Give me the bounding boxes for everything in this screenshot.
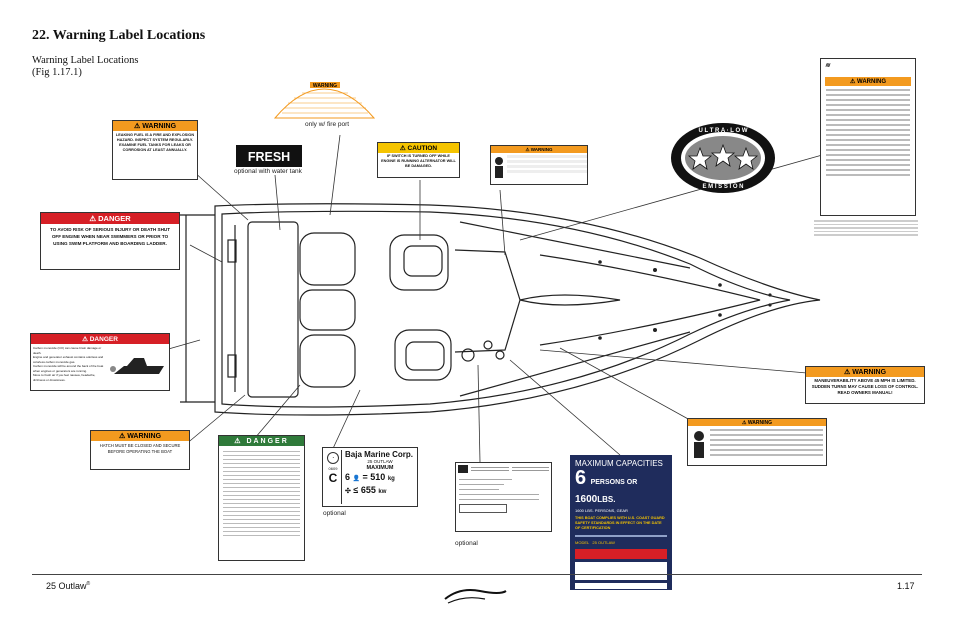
capacities-persons-row: 6 PERSONS OR 1600LBS.: [571, 468, 671, 507]
plate-kg-unit: kg: [387, 476, 395, 482]
capacities-model-label: MODEL: [575, 539, 590, 545]
maneuverability-text: MANEUVERABILITY ABOVE 45 MPH IS LIMITED.…: [811, 378, 919, 395]
capacities-persons: 6: [575, 467, 587, 489]
caution-header: ⚠ CAUTION: [378, 143, 459, 153]
brand-mark-icon: ≋: [825, 63, 831, 69]
person-icon: [694, 431, 704, 458]
hatch-warning-label: ⚠ WARNING HATCH MUST BE CLOSED AND SECUR…: [90, 430, 190, 470]
co-danger-line: Engine and generator exhaust contains od…: [33, 355, 104, 364]
co-warning-small-label: ⚠ WARNING: [490, 145, 588, 185]
swim-danger-header: ⚠ DANGER: [41, 213, 179, 224]
water-tank-caption: optional with water tank: [234, 168, 302, 175]
propeller-icon: ✣: [345, 488, 351, 495]
gasoline-danger-header: ⚠ DANGER: [219, 436, 304, 446]
capacities-title: MAXIMUM CAPACITIES: [575, 459, 663, 468]
footer-left: 25 Outlaw®: [46, 581, 90, 591]
capacities-lbs-unit: LBS.: [597, 495, 616, 504]
co-danger-text: Carbon monoxide (CO) can cause brain dam…: [31, 344, 109, 384]
co-warning-small-header: ⚠ WARNING: [491, 146, 587, 153]
co-danger-line: Move to fresh air if you feel nausea, he…: [33, 373, 96, 382]
california-header: ⚠ WARNING: [825, 77, 911, 86]
footer-page-number: 1.17: [897, 581, 915, 591]
caution-text: IF SWITCH IS TURNED OFF WHILE ENGINE IS …: [381, 154, 456, 168]
plate-model: 25 OUTLAW: [367, 459, 393, 464]
california-warning-label: ≋ ⚠ WARNING: [820, 58, 916, 216]
footer-rule: [32, 574, 922, 575]
fire-port-caption: only w/ fire port: [305, 121, 350, 128]
hatch-warning-text: HATCH MUST BE CLOSED AND SECURE BEFORE O…: [99, 443, 181, 454]
plate-kw: 655: [360, 485, 376, 495]
capacities-sub: 1600 LBS. PERSONS, GEAR: [575, 508, 628, 513]
hatch-warning-header: ⚠ WARNING: [91, 431, 189, 441]
capacities-model-value: 25 OUTLAW: [592, 539, 615, 545]
footer-model: 25 Outlaw: [46, 581, 87, 591]
capacities-persons-text: PERSONS OR: [590, 479, 638, 486]
capacities-lbs: 1600: [575, 494, 598, 505]
boat-exhaust-icon: [110, 358, 164, 374]
subtitle-line2: (Fig 1.17.1): [32, 67, 82, 78]
california-note: [814, 218, 918, 238]
california-header-row: ≋: [821, 59, 915, 69]
plate-company: Baja Marine Corp.: [345, 450, 414, 459]
plate-kw-unit: kw: [378, 489, 387, 495]
compliance-plate: [455, 462, 552, 532]
co-warning-right-label: ⚠ WARNING: [687, 418, 827, 466]
plate-year-icon: ◔: [327, 452, 339, 464]
swim-danger-label: ⚠ DANGER TO AVOID RISK OF SERIOUS INJURY…: [40, 212, 180, 270]
baja-capacity-plate: ◔ 0609 C Baja Marine Corp. 25 OUTLAW MAX…: [322, 447, 418, 507]
compliance-header: [456, 463, 551, 475]
fuel-warning-text: LEAKING FUEL IS A FIRE AND EXPLOSION HAZ…: [115, 133, 195, 152]
optional-caption-2: optional: [455, 540, 478, 547]
emission-text: E M I S S I O N: [702, 184, 743, 190]
gasoline-danger-label: ⚠ DANGER: [218, 435, 305, 561]
fire-port-warning-label: WARNING: [273, 82, 376, 119]
fresh-water-text: FRESH WATER: [247, 150, 291, 164]
compliance-logo-icon: [458, 465, 468, 473]
subtitle-line1: Warning Label Locations: [32, 55, 139, 66]
swim-danger-text: TO AVOID RISK OF SERIOUS INJURY OR DEATH…: [49, 227, 171, 246]
plate-persons: 6: [345, 472, 351, 482]
footer-registered: ®: [86, 581, 91, 587]
plate-capacity-row: 6 👤 = 510 kg: [345, 472, 395, 482]
co-danger-line: Carbon monoxide (CO) can cause brain dam…: [33, 346, 102, 355]
co-danger-label: ⚠ DANGER Carbon monoxide (CO) can cause …: [30, 333, 170, 391]
maneuverability-warning-label: ⚠ WARNING MANEUVERABILITY ABOVE 45 MPH I…: [805, 366, 925, 404]
fire-port-warning-header: WARNING: [313, 83, 337, 89]
plate-letter-icon: C: [328, 471, 338, 485]
baja-logo-icon: [444, 589, 507, 604]
plate-power-row: ✣ ≤ 655 kw: [345, 485, 387, 495]
figure-subtitle: Warning Label Locations (Fig 1.17.1): [32, 55, 138, 79]
co-warning-right-header: ⚠ WARNING: [688, 419, 826, 426]
person-icon: [495, 157, 503, 178]
co-danger-line: Carbon monoxide will be around the back …: [33, 364, 104, 373]
plate-year: 0609: [328, 466, 338, 471]
fuel-warning-label: ⚠ WARNING LEAKING FUEL IS A FIRE AND EXP…: [112, 120, 198, 180]
plate-maximum: MAXIMUM: [366, 465, 394, 471]
maximum-capacities-label: MAXIMUM CAPACITIES 6 PERSONS OR 1600LBS.…: [570, 455, 672, 590]
ultra-low-text: U L T R A · L O W: [699, 128, 748, 134]
optional-caption-1: optional: [323, 510, 346, 517]
caution-alternator-label: ⚠ CAUTION IF SWITCH IS TURNED OFF WHILE …: [377, 142, 460, 178]
ultra-low-emission-logo: U L T R A · L O W E M I S S I O N: [671, 123, 775, 193]
plate-kg: 510: [370, 472, 386, 482]
fuel-warning-header: ⚠ WARNING: [113, 121, 197, 131]
persons-icon: 👤: [352, 476, 361, 482]
co-danger-header: ⚠ DANGER: [31, 334, 169, 344]
capacities-model-row: MODEL 25 OUTLAW: [571, 539, 671, 546]
fresh-water-label: FRESH WATER: [236, 145, 302, 167]
capacities-statement: THIS BOAT COMPLIES WITH U.S. COAST GUARD…: [575, 516, 665, 530]
maneuverability-header: ⚠ WARNING: [806, 367, 924, 377]
page-title: 22. Warning Label Locations: [32, 28, 206, 43]
plate-side: ◔ 0609 C: [325, 450, 342, 504]
